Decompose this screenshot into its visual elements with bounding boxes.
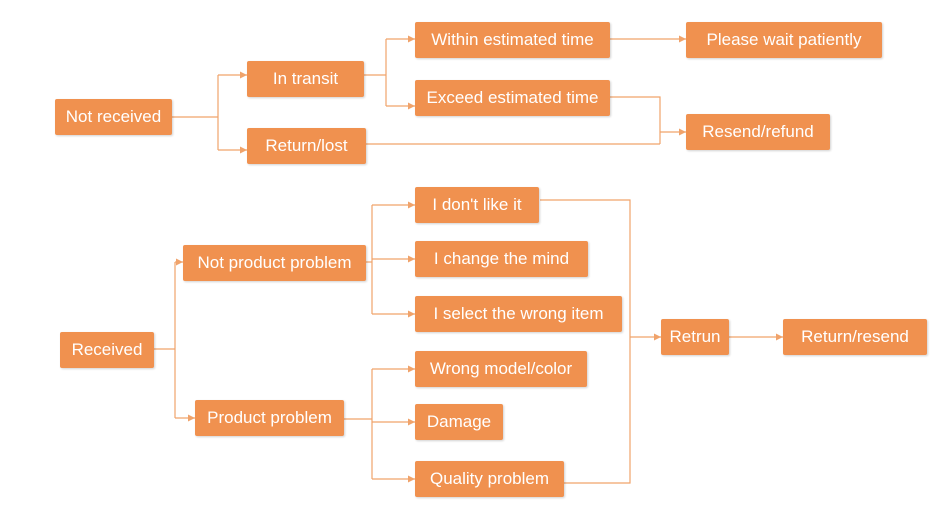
node-retrun: Retrun (661, 319, 729, 355)
node-return-resend: Return/resend (783, 319, 927, 355)
connector-options-merge (540, 199, 631, 484)
node-change-the-mind: I change the mind (415, 241, 588, 277)
node-not-received: Not received (55, 99, 172, 135)
node-within-estimated-time: Within estimated time (415, 22, 610, 58)
node-dont-like-it: I don't like it (415, 187, 539, 223)
node-quality-problem: Quality problem (415, 461, 564, 497)
node-exceed-estimated-time: Exceed estimated time (415, 80, 610, 116)
node-wrong-model-color: Wrong model/color (415, 351, 587, 387)
node-damage: Damage (415, 404, 503, 440)
node-received: Received (60, 332, 154, 368)
node-return-lost: Return/lost (247, 128, 366, 164)
node-please-wait-patiently: Please wait patiently (686, 22, 882, 58)
connector-exceed-out (610, 96, 661, 144)
node-not-product-problem: Not product problem (183, 245, 366, 281)
node-product-problem: Product problem (195, 400, 344, 436)
node-in-transit: In transit (247, 61, 364, 97)
node-select-wrong-item: I select the wrong item (415, 296, 622, 332)
node-resend-refund: Resend/refund (686, 114, 830, 150)
